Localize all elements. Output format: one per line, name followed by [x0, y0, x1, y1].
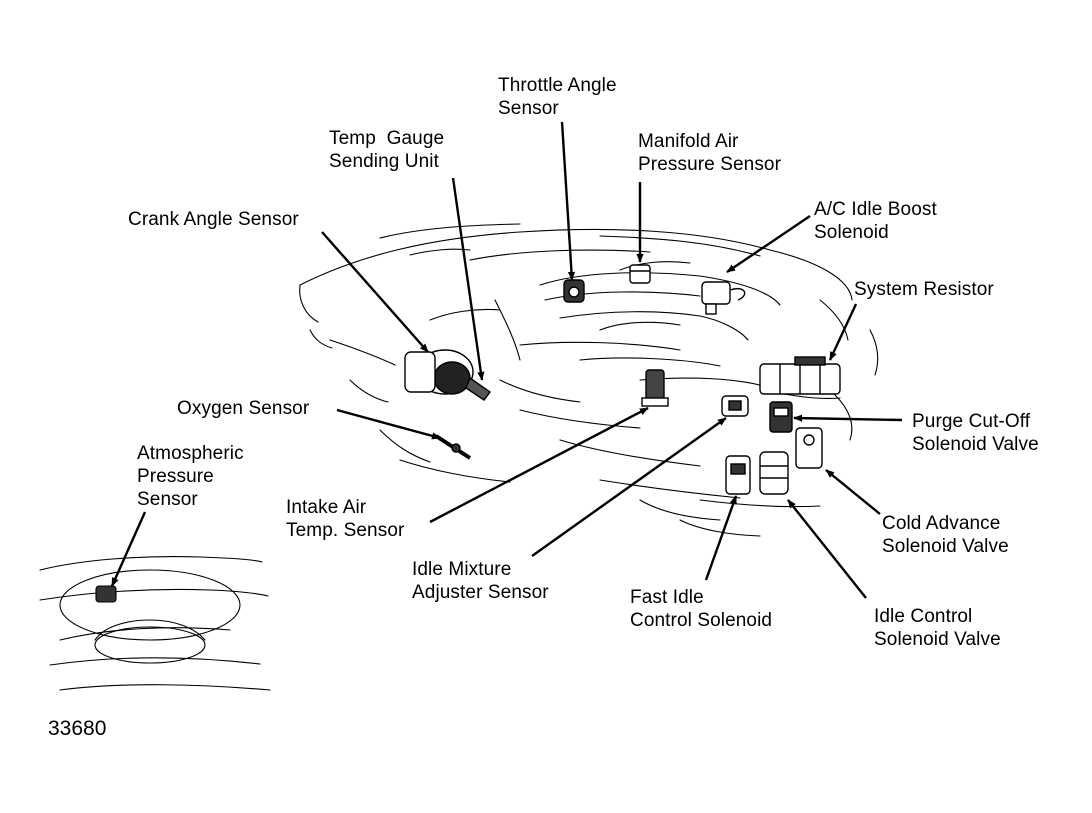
label-line: Sending Unit [329, 151, 439, 172]
label-line: Temp Gauge [329, 128, 445, 149]
idle-control-part [759, 451, 789, 495]
leader-idle-mixture [531, 417, 727, 557]
fast-idle-part [725, 455, 751, 495]
label-line: Sensor [498, 98, 559, 119]
figure-number: 33680 [48, 717, 107, 740]
label-line: Atmospheric [137, 443, 244, 464]
system-resistor-part [759, 356, 841, 395]
label-line: Solenoid Valve [882, 536, 1009, 557]
leader-temp-gauge [451, 177, 485, 381]
label-line: Idle Mixture [412, 559, 512, 580]
label-intake-air-temp-sensor: Intake Air Temp. Sensor [286, 496, 404, 542]
leader-ac-idle [726, 215, 811, 273]
leader-cold-advance [825, 469, 881, 515]
label-crank-angle-sensor: Crank Angle Sensor [128, 208, 299, 231]
ac-idle-boost-part [701, 281, 746, 315]
label-line: Sensor [137, 489, 198, 510]
leader-throttle-angle [560, 121, 576, 281]
label-manifold-air-pressure-sensor: Manifold Air Pressure Sensor [638, 130, 781, 176]
oxygen-sensor-part [434, 434, 472, 460]
label-line: Intake Air [286, 497, 367, 518]
label-throttle-angle-sensor: Throttle Angle Sensor [498, 74, 617, 120]
label-line: Fast Idle [630, 587, 704, 608]
label-line: Throttle Angle [498, 75, 617, 96]
label-fast-idle-control-solenoid: Fast Idle Control Solenoid [630, 586, 772, 632]
label-line: Pressure [137, 466, 214, 487]
label-line: Solenoid [814, 222, 889, 243]
label-line: Cold Advance [882, 513, 1001, 534]
leader-intake-air [429, 406, 649, 524]
label-line: A/C Idle Boost [814, 199, 937, 220]
label-purge-cut-off-solenoid-valve: Purge Cut-Off Solenoid Valve [912, 410, 1039, 456]
label-line: Manifold Air [638, 131, 739, 152]
throttle-angle-sensor-part [563, 279, 585, 303]
label-system-resistor: System Resistor [854, 278, 994, 301]
label-line: Solenoid Valve [912, 434, 1039, 455]
atmospheric-inset [39, 556, 271, 691]
label-cold-advance-solenoid-valve: Cold Advance Solenoid Valve [882, 512, 1009, 558]
label-line: System Resistor [854, 279, 994, 300]
label-line: Idle Control [874, 606, 973, 627]
label-line: Adjuster Sensor [412, 582, 549, 603]
leader-fast-idle [704, 495, 738, 581]
label-line: Pressure Sensor [638, 154, 782, 175]
intake-air-temp-part [641, 369, 669, 407]
cold-advance-part [795, 427, 823, 469]
leader-system-resistor [828, 303, 858, 361]
label-line: Purge Cut-Off [912, 411, 1031, 432]
label-line: Solenoid Valve [874, 629, 1001, 650]
leader-atmospheric [110, 511, 147, 587]
components [404, 264, 841, 495]
label-atmospheric-pressure-sensor: Atmospheric Pressure Sensor [137, 442, 244, 511]
leader-crank-angle [321, 231, 429, 353]
leader-lines [110, 121, 903, 599]
label-line: Crank Angle Sensor [128, 209, 299, 230]
label-line: Oxygen Sensor [177, 398, 310, 419]
map-sensor-part [629, 264, 651, 284]
crank-angle-sensor-part [404, 349, 491, 401]
leader-purge-cutoff [793, 414, 903, 422]
purge-cutoff-part [769, 401, 793, 433]
label-idle-mixture-adjuster-sensor: Idle Mixture Adjuster Sensor [412, 558, 549, 604]
label-oxygen-sensor: Oxygen Sensor [177, 397, 309, 420]
label-ac-idle-boost-solenoid: A/C Idle Boost Solenoid [814, 198, 937, 244]
leader-oxygen [336, 408, 441, 440]
label-line: Control Solenoid [630, 610, 773, 631]
idle-mixture-part [721, 395, 749, 417]
label-idle-control-solenoid-valve: Idle Control Solenoid Valve [874, 605, 1001, 651]
label-line: Temp. Sensor [286, 520, 405, 541]
label-temp-gauge-sending-unit: Temp Gauge Sending Unit [329, 127, 444, 173]
leader-idle-control [787, 499, 867, 599]
